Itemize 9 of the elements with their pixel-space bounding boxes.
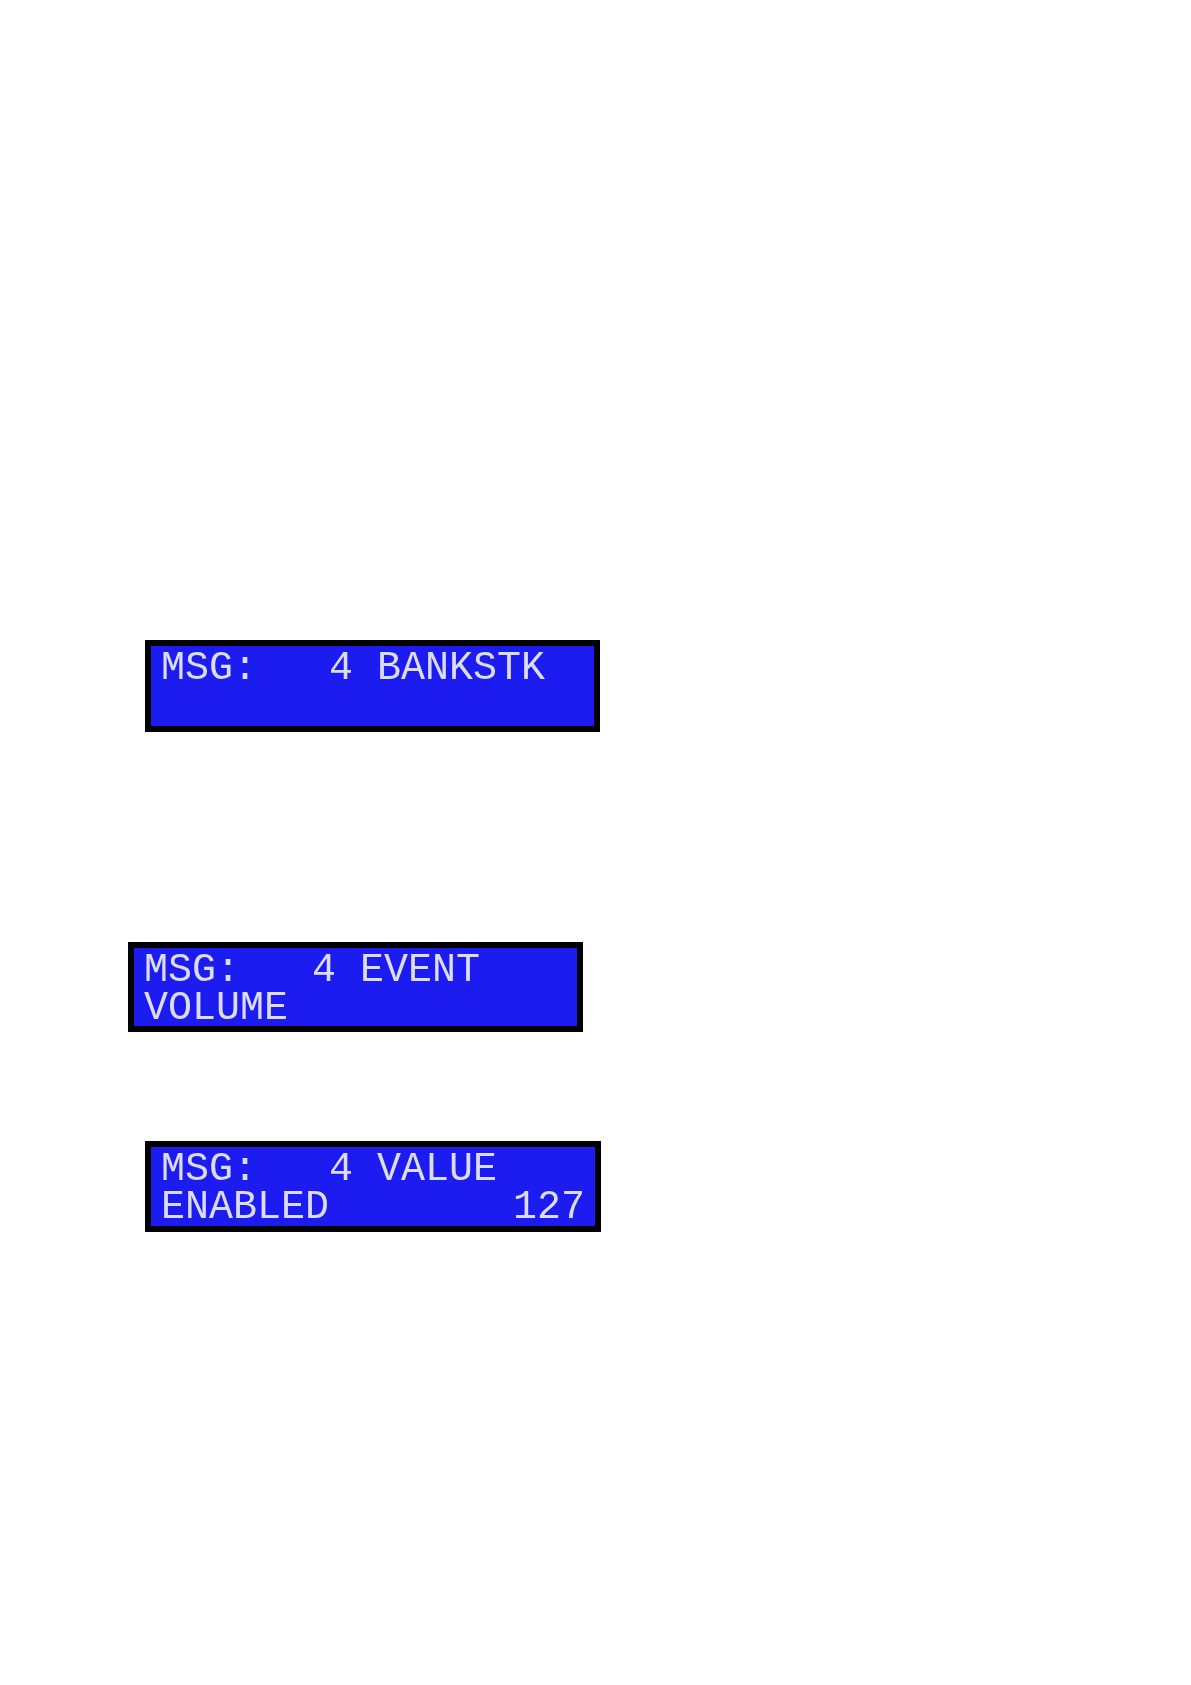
- lcd-display: [145, 640, 600, 732]
- display-text: MSG: 4 VALUE: [161, 1151, 498, 1189]
- display-text: VOLUME: [144, 990, 289, 1028]
- display-text: MSG: 4 EVENT: [144, 952, 481, 990]
- lcd-display: [128, 942, 583, 1032]
- display-text: MSG: 4 BANKSTK: [161, 650, 546, 688]
- display-text: ENABLED: [161, 1189, 330, 1227]
- display-text: 127: [513, 1189, 585, 1227]
- lcd-display: [145, 1141, 601, 1232]
